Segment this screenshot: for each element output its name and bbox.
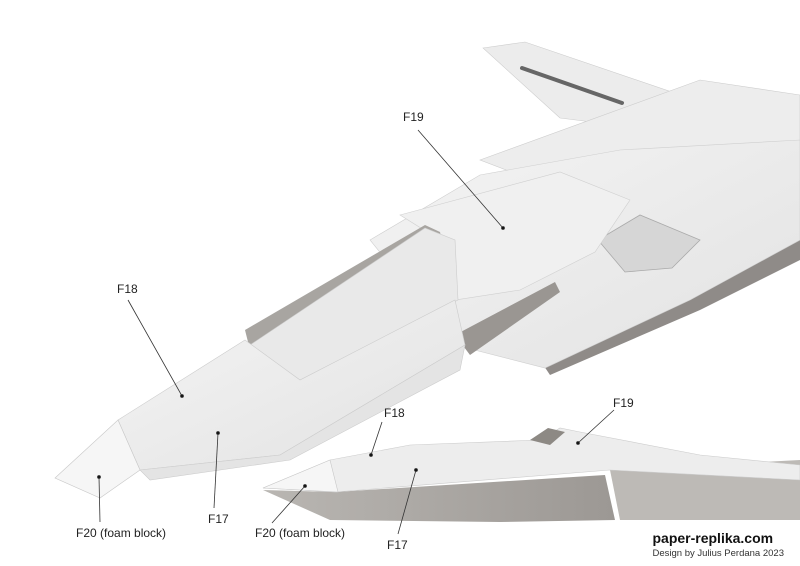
site-name: paper-replika.com [652,530,774,546]
side-strake [455,282,560,355]
detail-canopy [530,428,565,445]
label-f17: F17 [208,512,229,526]
rear-underside [540,240,800,375]
detail-label-f17: F17 [387,538,408,552]
leader-lines [97,129,615,535]
detail-view-model [262,427,800,522]
designer-credit: Design by Julius Perdana 2023 [652,548,784,559]
label-f19: F19 [403,110,424,124]
detail-underside [263,475,615,522]
forward-fuselage-f17 [139,344,466,481]
nose-cone-f20 [54,419,141,499]
label-f20: F20 (foam block) [76,526,167,540]
detail-label-f18: F18 [384,406,405,420]
main-view-model [54,41,800,499]
detail-top [262,427,800,493]
detail-nose [262,459,339,493]
detail-label-f19: F19 [613,396,634,410]
intake-opening [597,214,701,273]
label-f18: F18 [117,282,138,296]
detail-label-f20: F20 (foam block) [255,526,346,540]
wing-rod [520,66,624,105]
branding: paper-replika.com Design by Julius Perda… [652,530,784,559]
